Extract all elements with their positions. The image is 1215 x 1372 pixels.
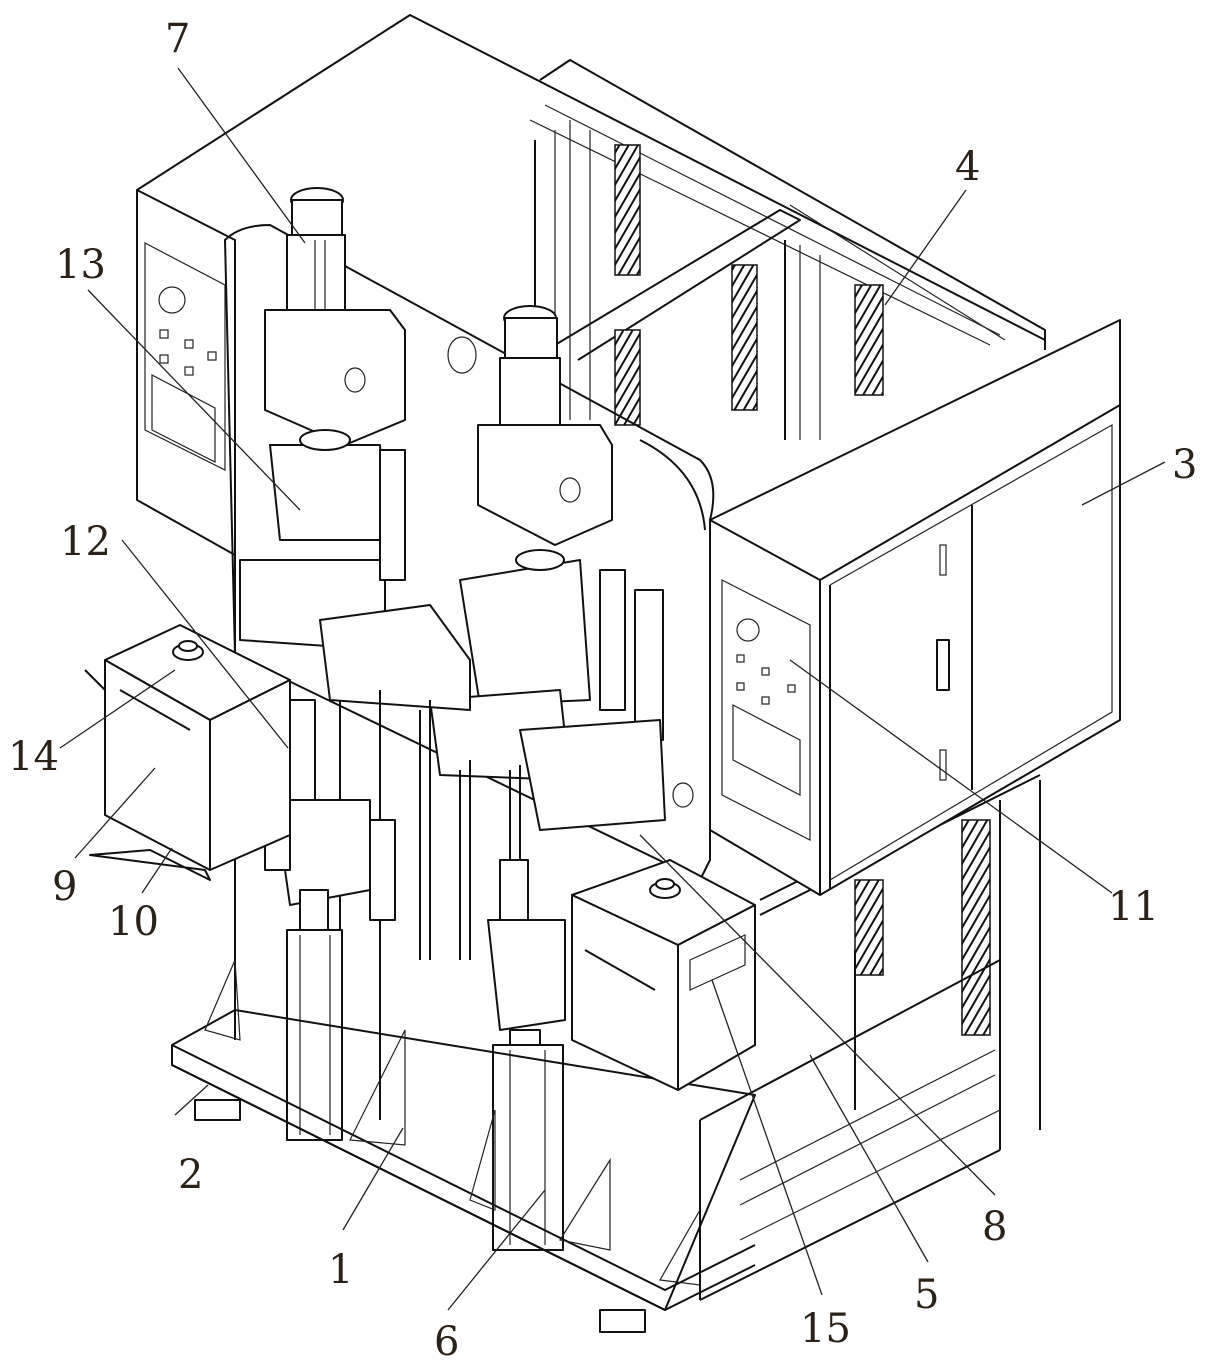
callout-15: 15 [800, 1306, 851, 1352]
leader-14 [59, 669, 176, 749]
leader-1 [342, 1127, 404, 1231]
callout-1: 1 [328, 1247, 353, 1293]
right-tank [571, 859, 756, 1091]
leveling-foot [194, 1099, 241, 1121]
actuator-station-right [429, 305, 664, 781]
callout-13: 13 [55, 242, 106, 288]
callout-9: 9 [52, 864, 77, 910]
lift-cylinder-left [264, 699, 396, 1141]
lift-cylinder-center [487, 859, 566, 1251]
leader-4 [884, 189, 967, 306]
leader-15 [711, 979, 823, 1296]
leader-2 [174, 1084, 209, 1116]
callout-12: 12 [60, 519, 111, 565]
leader-lines [59, 67, 1166, 1311]
callout-14: 14 [8, 734, 59, 780]
actuator-station-left [239, 187, 406, 651]
callout-4: 4 [955, 144, 980, 190]
leader-3 [1081, 461, 1166, 506]
left-control-cabinet [136, 189, 236, 556]
rear-columns [534, 120, 991, 1036]
vent-grille-4 [854, 284, 884, 396]
transfer-mechanism [319, 604, 666, 1120]
electrical-cabinet [709, 319, 1121, 896]
callout-6: 6 [434, 1319, 459, 1365]
callout-3: 3 [1172, 442, 1197, 488]
vent-grille [961, 819, 991, 1036]
cabinet-handle [936, 639, 950, 691]
leader-7 [177, 67, 306, 244]
callout-10: 10 [108, 899, 159, 945]
callout-5: 5 [914, 1272, 939, 1318]
vent-grille [614, 329, 641, 426]
leveling-foot [599, 1309, 646, 1333]
callout-7: 7 [165, 16, 190, 62]
callout-11: 11 [1108, 884, 1159, 930]
vent-grille [614, 144, 641, 276]
leader-8 [639, 834, 996, 1196]
leader-13 [87, 289, 301, 511]
leader-9 [74, 767, 156, 859]
callout-8: 8 [982, 1204, 1007, 1250]
top-frame [136, 14, 1046, 361]
callout-2: 2 [178, 1152, 203, 1198]
vent-grille [731, 264, 758, 411]
left-tank [84, 624, 291, 881]
leader-11 [789, 659, 1113, 894]
base-plate [171, 959, 756, 1333]
leader-5 [809, 1054, 929, 1263]
vent-grille [854, 879, 884, 976]
callout-labels: 7 13 12 14 9 10 4 3 11 2 1 6 8 5 15 [8, 16, 1197, 1365]
leader-6 [447, 1189, 546, 1311]
leader-12 [121, 539, 289, 749]
leader-10 [141, 847, 173, 894]
